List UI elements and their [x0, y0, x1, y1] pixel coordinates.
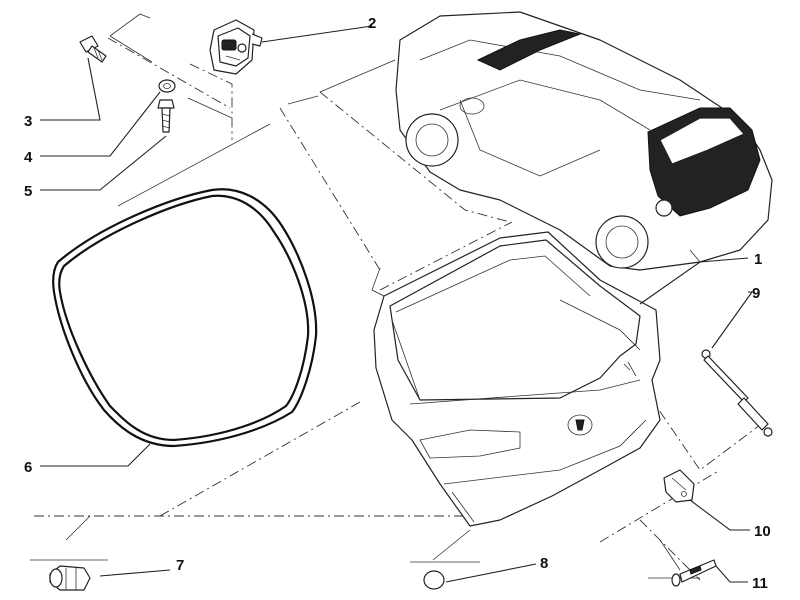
callout-3: 3 [24, 113, 32, 130]
callout-1: 1 [754, 251, 762, 268]
washer [158, 79, 176, 93]
leader-lines [40, 25, 754, 583]
callout-7: 7 [176, 557, 184, 574]
gas-strut [701, 349, 773, 437]
callout-11: 11 [752, 575, 768, 592]
callout-6: 6 [24, 459, 32, 476]
o-ring [423, 570, 445, 590]
tailgate-hinge [663, 469, 695, 503]
callout-numbers: 1 2 3 4 5 6 7 8 9 10 11 [24, 15, 771, 592]
tailgate [373, 231, 661, 527]
callout-9: 9 [752, 285, 760, 302]
window-seal [52, 188, 318, 448]
latch-screw [157, 99, 175, 133]
car-illustration [395, 11, 773, 271]
callout-5: 5 [24, 183, 32, 200]
guide-brackets [30, 13, 700, 579]
callout-8: 8 [540, 555, 548, 572]
rubber-plug [49, 565, 91, 591]
latch-bolt [79, 35, 107, 63]
callout-10: 10 [754, 523, 771, 540]
tailgate-latch [209, 19, 263, 75]
push-pin [671, 559, 717, 587]
callout-2: 2 [368, 15, 376, 32]
callout-4: 4 [24, 149, 33, 166]
